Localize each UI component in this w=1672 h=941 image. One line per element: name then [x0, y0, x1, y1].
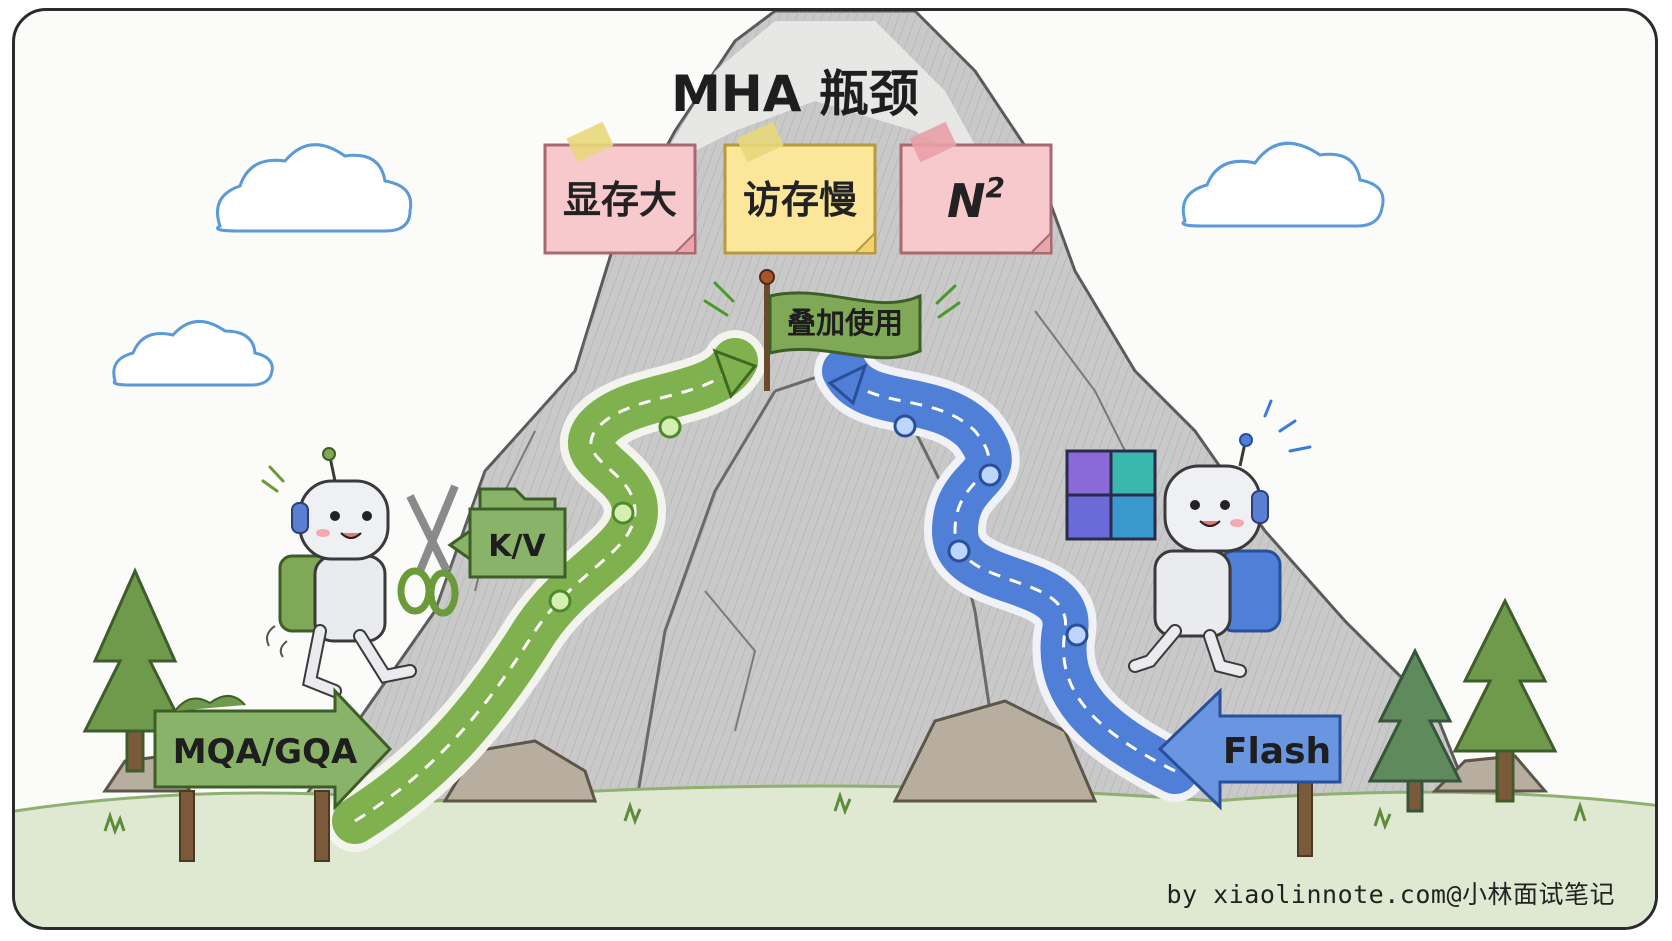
cloud-icon: [1181, 141, 1385, 228]
sticky-note-memory-access: 访存慢: [723, 121, 877, 255]
rock: [102, 699, 1549, 803]
pine-tree-icon: [82, 567, 188, 773]
scissors-icon: [261, 465, 459, 617]
mountain-scene: MHA 瓶颈 显存大 访存慢 N2: [15, 11, 1655, 927]
sign-label: Flash: [1223, 731, 1331, 772]
pine-tree-icon: [1452, 597, 1558, 803]
cloud-icon: [216, 143, 413, 233]
path-mqa-gqa: [324, 330, 766, 852]
flag-label: 叠加使用: [787, 306, 903, 340]
arrow-up-icon: [712, 348, 758, 400]
title: MHA 瓶颈: [671, 65, 919, 123]
summit-flag: 叠加使用: [703, 269, 961, 391]
pine-tree-icon: [1367, 647, 1463, 813]
folder-kv: K/V: [447, 487, 567, 579]
robot-climber-left: [266, 447, 417, 698]
path-flash: [814, 340, 1206, 802]
arrow-up-icon: [827, 363, 868, 406]
robot-climber-right: [1128, 399, 1312, 678]
problem-label: 访存慢: [743, 178, 858, 222]
memory-blocks-icon: [1065, 449, 1157, 541]
cloud-icon: [112, 320, 274, 387]
signpost-mqa-gqa: MQA/GQA: [153, 687, 393, 862]
problem-label: 显存大: [563, 178, 677, 222]
grass: [103, 791, 1587, 836]
credit-text: by xiaolinnote.com@小林面试笔记: [1166, 880, 1615, 909]
sticky-note-quadratic: N2: [899, 121, 1053, 255]
signpost-flash: Flash: [1157, 687, 1342, 857]
sign-label: MQA/GQA: [173, 732, 358, 772]
sticky-note-memory: 显存大: [543, 121, 697, 255]
folder-label: K/V: [488, 529, 546, 564]
diagram-frame: MHA 瓶颈 显存大 访存慢 N2: [12, 8, 1658, 930]
problem-label: N2: [947, 171, 1005, 228]
